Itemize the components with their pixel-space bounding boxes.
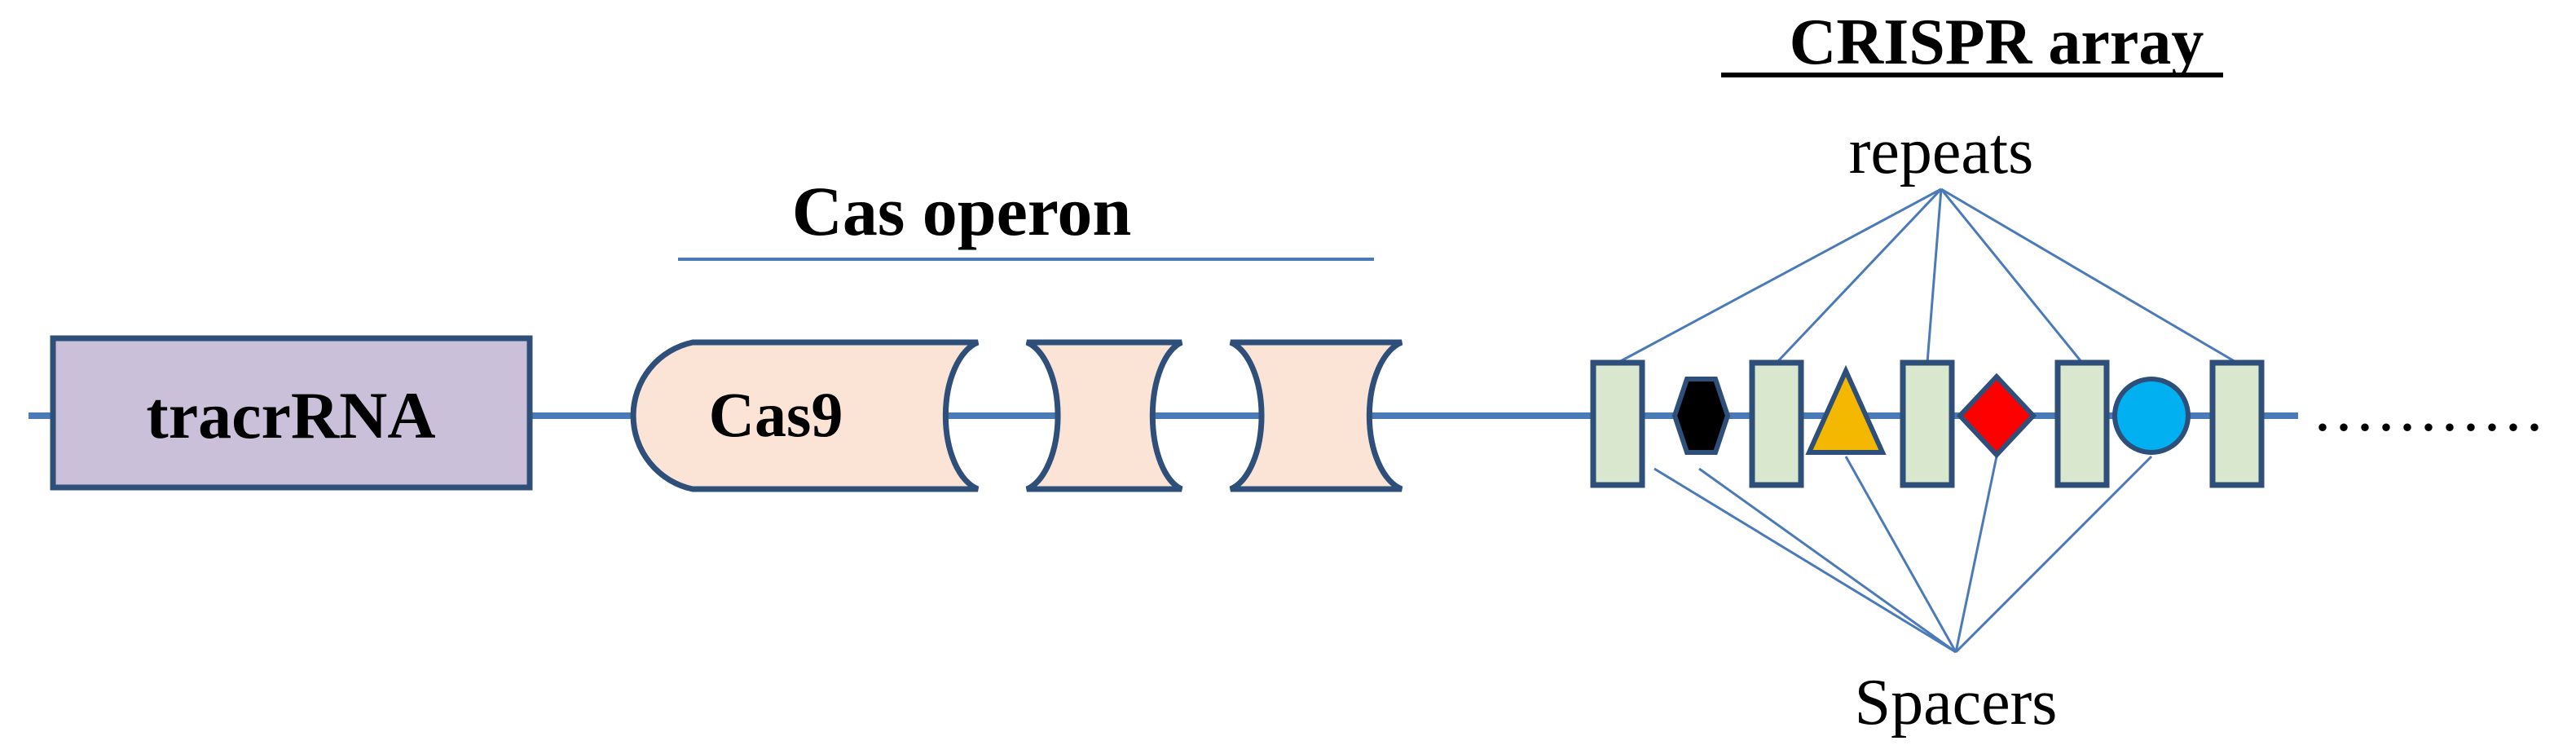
- repeat-connector-lines: [1617, 187, 2238, 364]
- repeat-connector-1: [1617, 187, 1942, 364]
- repeats-label: repeats: [1849, 116, 2034, 187]
- cas-gene-2: [1025, 339, 1183, 492]
- spacer-connector-1a: [1653, 467, 1957, 654]
- crispr-array-title: CRISPR array: [1790, 7, 2204, 78]
- repeat-connector-3: [1926, 188, 1943, 364]
- repeat-box: [1900, 359, 1955, 488]
- tracrrna-box: [50, 335, 533, 491]
- crispr-repeats: [1590, 359, 2265, 488]
- crispr-spacers: [1671, 364, 2191, 459]
- spacer-circle: [2112, 377, 2191, 455]
- cas9-gene: [630, 339, 980, 492]
- spacer-connector-3: [1954, 456, 1998, 653]
- repeat-box: [2054, 359, 2110, 488]
- repeat-box: [2209, 359, 2265, 488]
- tracrrna-gene: tracrRNA: [50, 335, 533, 491]
- spacer-connector-4: [1954, 455, 2153, 654]
- spacer-diamond: [1956, 373, 2037, 459]
- cas-operon: Cas9: [630, 339, 1403, 492]
- repeat-connector-5: [1940, 187, 2238, 364]
- repeat-box: [1590, 359, 1645, 488]
- cas-operon-title: Cas operon: [792, 172, 1132, 250]
- spacer-hexagon: [1671, 377, 1731, 455]
- repeat-connector-2: [1775, 187, 1943, 364]
- spacer-connector-1b: [1698, 467, 1957, 654]
- spacer-connector-lines: [1653, 455, 2153, 654]
- continuation-dots: ...........: [2314, 373, 2547, 445]
- cas9-label: Cas9: [709, 379, 843, 450]
- spacer-connector-2: [1844, 456, 1957, 653]
- cas-gene-3: [1229, 339, 1403, 492]
- repeat-connector-4: [1940, 188, 2084, 364]
- spacer-triangle: [1805, 364, 1887, 455]
- tracrrna-label: tracrRNA: [146, 378, 435, 452]
- spacers-label: Spacers: [1855, 667, 2058, 739]
- repeat-box: [1749, 359, 1804, 488]
